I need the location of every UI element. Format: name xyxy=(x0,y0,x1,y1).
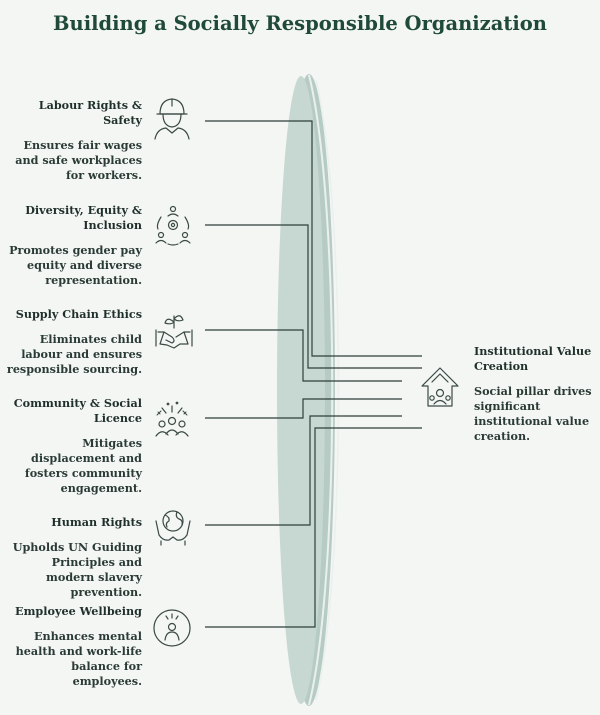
pillar-heading: Diversity, Equity & Inclusion xyxy=(25,203,142,232)
growth-arrow-people-icon xyxy=(421,367,459,407)
people-network-icon xyxy=(155,205,191,246)
connector-human-rights xyxy=(205,415,402,526)
pillar-description: Eliminates child labour and ensures resp… xyxy=(6,332,142,376)
pillar-heading: Labour Rights & Safety xyxy=(38,98,142,127)
worker-hardhat-icon xyxy=(154,98,190,140)
outcome-description: Social pillar drives significant institu… xyxy=(474,384,592,443)
outcome-block: Institutional Value Creation Social pill… xyxy=(474,344,594,444)
pillar-diversity: Diversity, Equity & Inclusion Promotes g… xyxy=(0,203,142,288)
central-lens xyxy=(277,74,340,706)
pillar-heading: Supply Chain Ethics xyxy=(15,307,142,321)
pillar-description: Promotes gender pay equity and diverse r… xyxy=(9,243,142,287)
pillar-community: Community & Social Licence Mitigates dis… xyxy=(0,396,142,496)
pillar-human-rights: Human Rights Upholds UN Guiding Principl… xyxy=(0,515,142,600)
pillar-supply-chain: Supply Chain Ethics Eliminates child lab… xyxy=(0,307,142,377)
wellbeing-person-icon xyxy=(153,609,191,647)
connector-wellbeing xyxy=(205,427,422,628)
page-title: Building a Socially Responsible Organiza… xyxy=(53,12,547,35)
connector-dei xyxy=(205,224,422,369)
pillar-description: Mitigates displacement and fosters commu… xyxy=(24,436,142,495)
connector-lines xyxy=(205,120,422,628)
pillar-wellbeing: Employee Wellbeing Enhances mental healt… xyxy=(0,604,142,689)
outcome-heading: Institutional Value Creation xyxy=(474,344,592,373)
pillar-description: Ensures fair wages and safe workplaces f… xyxy=(15,138,142,182)
pillar-heading: Community & Social Licence xyxy=(13,396,142,425)
community-group-icon xyxy=(155,401,189,437)
pillar-heading: Employee Wellbeing xyxy=(15,604,142,618)
connector-supply xyxy=(205,329,402,382)
connector-community xyxy=(205,398,402,419)
globe-hands-icon xyxy=(155,510,191,546)
pillar-description: Upholds UN Guiding Principles and modern… xyxy=(12,540,142,599)
pillar-heading: Human Rights xyxy=(51,515,142,529)
pillar-labour-rights: Labour Rights & Safety Ensures fair wage… xyxy=(0,98,142,183)
connector-labour xyxy=(205,120,422,357)
pillar-description: Enhances mental health and work-life bal… xyxy=(15,629,142,688)
handshake-plant-icon xyxy=(155,315,193,349)
